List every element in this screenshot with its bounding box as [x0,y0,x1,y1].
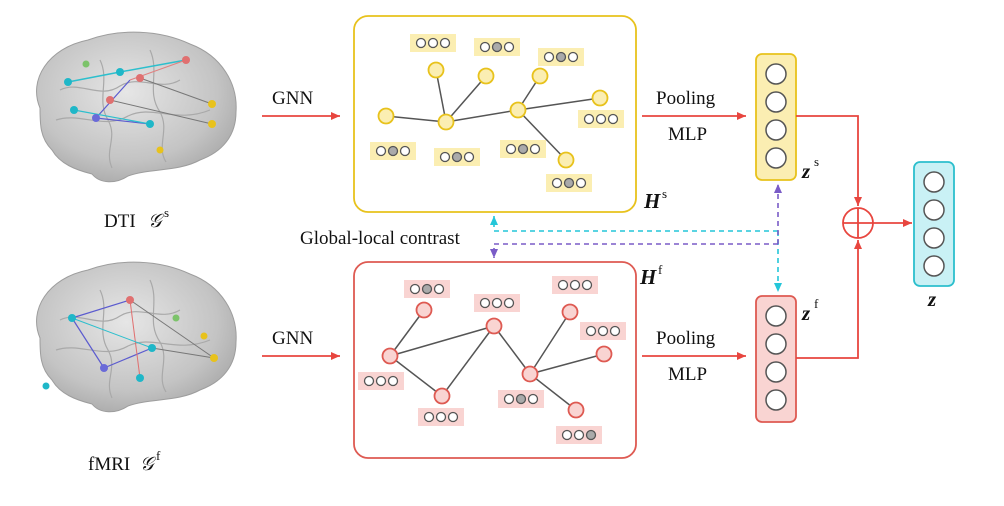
mlp-label-bottom: MLP [668,364,707,385]
fmri-caption: fMRI 𝒢 f [88,448,161,475]
fusion-connectors [796,115,862,359]
svg-text:s: s [814,154,819,169]
mlp-label-top: MLP [668,124,707,145]
func-feature-tokens [358,276,626,444]
fusion-plus-icon [842,207,874,239]
svg-text:z: z [801,159,811,183]
fmri-label: fMRI [88,454,130,475]
dti-graph-sup: s [164,205,169,220]
struct-graph-embedding-label: z s [801,154,819,183]
svg-text:s: s [662,186,667,201]
struct-node-embedding-label: H s [643,186,667,213]
readout-arrow-top: Pooling MLP [642,88,746,145]
func-graph-embedding-vector [755,295,797,423]
svg-text:z: z [801,301,811,325]
func-graph-embedding-label: z f [801,296,819,325]
fused-embedding-label: z [927,287,937,311]
dti-brain-image [36,31,237,183]
readout-arrow-bottom: Pooling MLP [642,328,746,385]
fmri-graph-symbol: 𝒢 [140,454,157,475]
pooling-label-bottom: Pooling [656,328,716,349]
func-node-embedding-label: H f [639,262,663,289]
func-node-graph-box [353,261,637,459]
pooling-label-top: Pooling [656,88,716,109]
dti-graph-symbol: 𝒢 [148,211,165,232]
svg-text:f: f [658,262,663,277]
fused-embedding-vector [913,161,955,287]
gnn-label-bottom: GNN [272,328,313,349]
struct-graph-nodes [377,61,609,169]
fmri-brain-image [36,261,237,413]
func-graph-nodes [381,301,613,419]
svg-text:f: f [814,296,819,311]
struct-node-graph-box [353,15,637,213]
contrast-label: Global-local contrast [300,228,461,249]
gnn-arrow-top: GNN [262,88,340,120]
fmri-graph-sup: f [156,448,161,463]
struct-graph-embedding-vector [755,53,797,181]
dti-caption: DTI 𝒢 s [104,205,169,232]
svg-text:H: H [639,265,657,289]
dti-label: DTI [104,211,136,232]
struct-feature-tokens [370,34,624,192]
gnn-label-top: GNN [272,88,313,109]
gnn-arrow-bottom: GNN [262,328,340,360]
svg-text:H: H [643,189,661,213]
contrast-arrows [490,184,782,292]
